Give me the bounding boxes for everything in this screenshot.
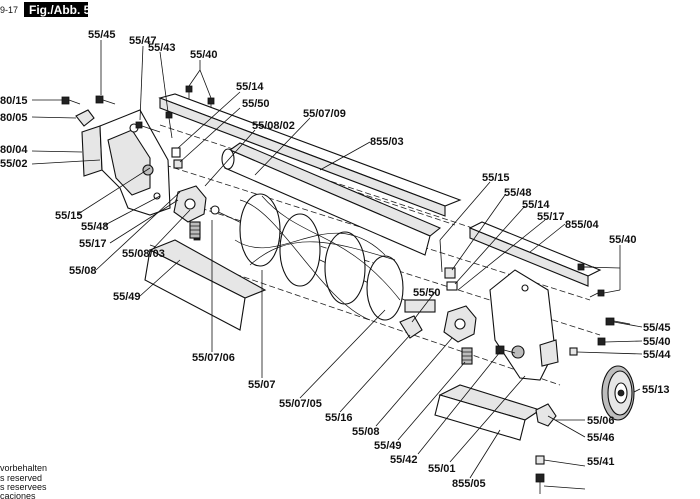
part-label: 55/14	[236, 81, 264, 93]
part-label: 55/47	[129, 35, 157, 47]
cutting-reel	[209, 193, 436, 321]
part-label: 55/01	[428, 463, 456, 475]
part-label: 55/44	[643, 349, 671, 361]
springs	[189, 221, 473, 365]
part-label: 55/08/02	[252, 120, 295, 132]
page-reference: 9-17	[0, 5, 18, 15]
part-label: 55/40	[643, 336, 671, 348]
wheel	[601, 365, 635, 421]
footer-notice: vorbehalten s reserved s reservees cacio…	[0, 463, 47, 499]
part-label: 55/48	[81, 221, 109, 233]
part-label: 55/40	[609, 234, 637, 246]
footer-line: s reservees	[0, 482, 47, 492]
middle-right-fasteners	[399, 239, 477, 343]
part-label: 55/07/09	[303, 108, 346, 120]
part-label: 855/04	[565, 219, 600, 231]
part-label: 55/43	[148, 42, 176, 54]
roller-tube	[221, 142, 442, 256]
right-fasteners	[495, 263, 631, 356]
part-label: 55/41	[587, 456, 615, 468]
parts-drawing	[31, 40, 643, 494]
part-label: 55/15	[482, 172, 510, 184]
part-label: 855/03	[370, 136, 404, 148]
part-label: 55/15	[55, 210, 83, 222]
footer-line: vorbehalten	[0, 463, 47, 473]
part-label: 55/50	[242, 98, 270, 110]
part-label: 55/07	[248, 379, 276, 391]
part-label: 55/06	[587, 415, 615, 427]
part-label: 80/15	[0, 95, 28, 107]
lower-right-fasteners	[535, 403, 557, 494]
part-label: 55/45	[643, 322, 671, 334]
part-label: 855/05	[452, 478, 486, 490]
lower-blade	[434, 384, 542, 441]
part-label: 55/49	[374, 440, 402, 452]
bottom-blade	[144, 239, 267, 331]
leader-lines	[31, 40, 643, 490]
part-label: 55/08	[69, 265, 97, 277]
right-top-bar	[468, 221, 602, 287]
part-label: 55/13	[642, 384, 670, 396]
part-label: 55/40	[190, 49, 218, 61]
part-label: 55/02	[0, 158, 28, 170]
part-label: 55/50	[413, 287, 441, 299]
part-label: 55/48	[504, 187, 532, 199]
part-label: 55/08	[352, 426, 380, 438]
part-label: 55/17	[537, 211, 565, 223]
part-label: 80/05	[0, 112, 28, 124]
part-label: 55/16	[325, 412, 353, 424]
part-label: 55/07/06	[192, 352, 235, 364]
part-label: 80/04	[0, 144, 28, 156]
part-label: 55/45	[88, 29, 116, 41]
figure-title-box	[24, 2, 88, 17]
footer-line: s reserved	[0, 473, 42, 483]
part-labels: 55/45 55/47 55/43 55/40 80/15 80/05 55/1…	[0, 29, 671, 490]
top-bar	[158, 93, 462, 217]
part-label: 55/07/05	[279, 398, 322, 410]
footer-line: caciones	[0, 491, 36, 499]
figure-title: Fig./Abb. 5	[29, 3, 91, 17]
part-label: 55/46	[587, 432, 615, 444]
part-label: 55/14	[522, 199, 550, 211]
part-label: 55/42	[390, 454, 418, 466]
part-label: 55/17	[79, 238, 107, 250]
part-label: 55/49	[113, 291, 141, 303]
left-side-plate	[81, 109, 171, 216]
right-side-plate	[489, 269, 559, 381]
upper-left-fasteners	[61, 85, 215, 241]
part-label: 55/08/03	[122, 248, 165, 260]
